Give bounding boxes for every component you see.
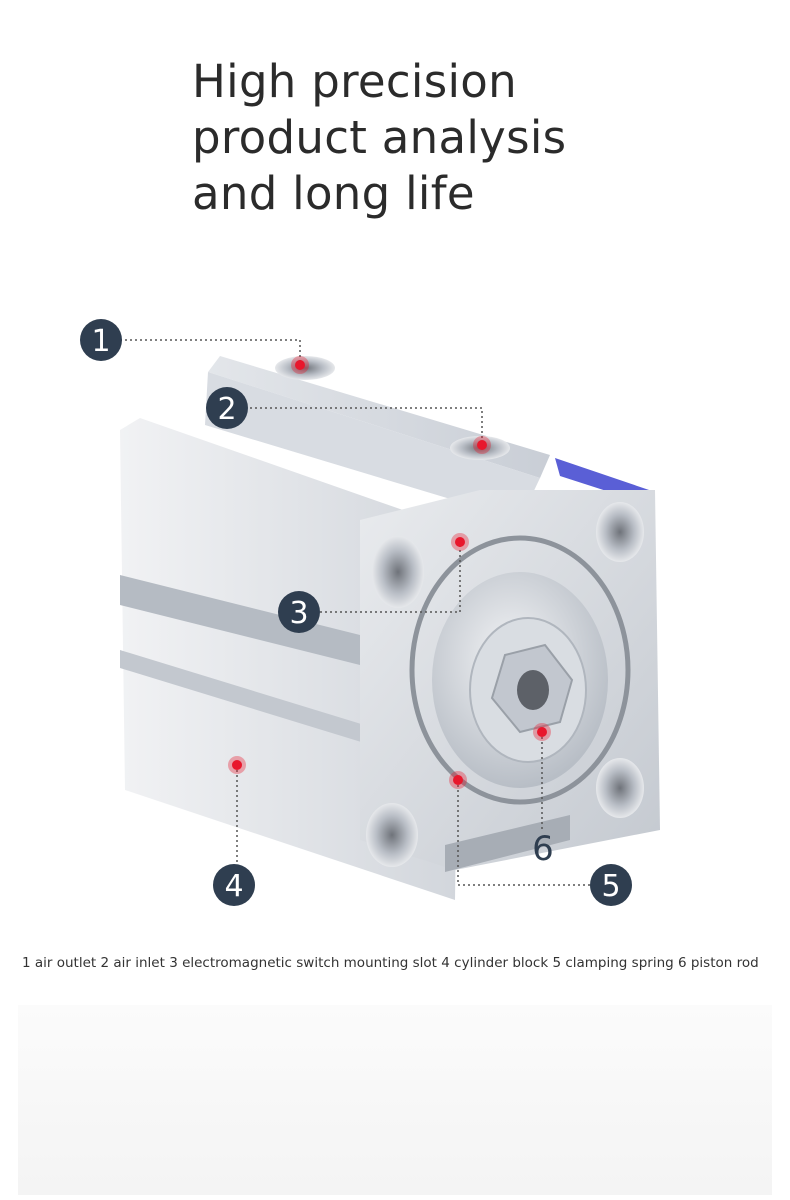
badge-2-circle	[206, 387, 248, 429]
top-rail-side	[205, 372, 540, 520]
bottom-panel	[18, 1005, 772, 1195]
cylinder-illustration: 1 2 3 4 5 6	[80, 319, 660, 906]
leader-line-3	[320, 542, 461, 613]
corner-hole-top-left	[372, 536, 424, 608]
clamping-ring	[409, 535, 631, 805]
groove-lower	[120, 650, 420, 760]
badge-2-number: 2	[217, 392, 236, 427]
badge-6-number: 6	[532, 829, 554, 869]
badge-5-number: 5	[601, 869, 620, 904]
leader-line-1	[120, 339, 301, 365]
marker-clamping-spring-core	[453, 775, 463, 785]
badge-3-circle	[278, 591, 320, 633]
marker-piston-rod-core	[537, 727, 547, 737]
piston-rod-thread	[517, 670, 549, 710]
markers	[228, 356, 551, 789]
cylinder-diagram: 1 2 3 4 5 6	[0, 300, 790, 920]
badge-5-circle	[590, 864, 632, 906]
headline-line-2: product analysis	[192, 111, 567, 164]
corner-hole-bottom-right	[596, 758, 644, 818]
leader-line-2	[245, 407, 483, 445]
badge-4-number: 4	[224, 869, 243, 904]
leader-line-5	[457, 780, 592, 886]
badge-1-circle	[80, 319, 122, 361]
headline: High precision product analysis and long…	[192, 54, 612, 222]
badge-3-number: 3	[289, 596, 308, 631]
corner-hole-bottom-left	[366, 803, 418, 867]
marker-air-inlet-core	[477, 440, 487, 450]
leader-lines	[120, 339, 592, 886]
marker-air-outlet-core	[295, 360, 305, 370]
parts-caption: 1 air outlet 2 air inlet 3 electromagnet…	[22, 955, 759, 971]
headline-line-3: and long life	[192, 167, 475, 220]
headline-line-1: High precision	[192, 55, 517, 108]
badge-4-circle	[213, 864, 255, 906]
port-hole-1	[275, 356, 335, 380]
marker-switch-slot-core	[455, 537, 465, 547]
marker-cylinder-block-core	[232, 760, 242, 770]
corner-hole-top-right	[596, 502, 644, 562]
bottom-slot	[445, 815, 570, 872]
badge-1-number: 1	[91, 324, 110, 359]
